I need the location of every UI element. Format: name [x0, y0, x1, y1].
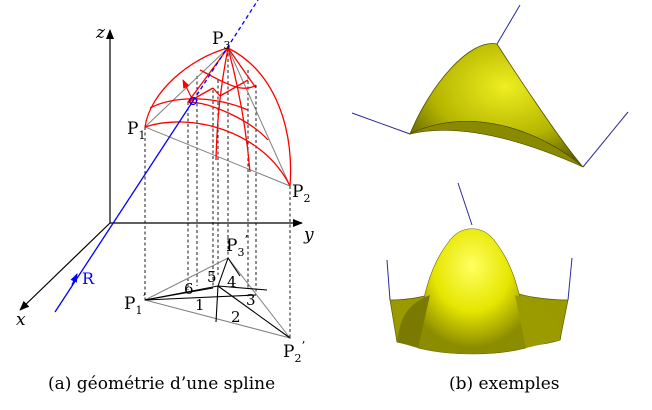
normal-bottom-right [582, 111, 629, 168]
panel-b-examples [351, 4, 629, 355]
chord-p3-p2 [227, 47, 291, 187]
patch-curve-1 [187, 101, 269, 141]
bump-body [417, 228, 527, 355]
example-surface-top [351, 4, 629, 168]
point-labels: P1 P2 P3 P1’ P2’ P3’ [124, 29, 310, 365]
ray-arrow [70, 273, 78, 286]
label-p3-prime: P3’ [226, 233, 248, 259]
surface-top-front [409, 121, 584, 168]
x-axis-label: x [16, 310, 26, 330]
region-labels: 1 2 3 4 5 6 [184, 268, 256, 326]
label-p1: P1 [127, 119, 145, 142]
projected-outline [143, 257, 292, 339]
patch-curve-4 [215, 47, 229, 161]
bump-left-flank [397, 295, 430, 348]
patch-edge-p1-p2 [144, 121, 291, 187]
normal-left [351, 112, 411, 135]
example-surface-bottom [386, 182, 573, 355]
bump-right-flank [515, 295, 560, 348]
ray-label: R [82, 269, 95, 288]
label-p2: P2 [292, 182, 310, 205]
normal-bump-far-left [386, 259, 391, 301]
tri-line-6 [215, 285, 219, 323]
tri-line-5 [144, 287, 214, 301]
panel-a-geometry: z y x [16, 0, 314, 365]
y-axis-label: y [303, 225, 314, 245]
label-p1-prime: P1’ [124, 291, 146, 317]
label-p2-prime: P2’ [283, 339, 305, 365]
region-label-1: 1 [195, 296, 205, 314]
region-label-3: 3 [246, 291, 256, 309]
spline-patch [144, 47, 292, 187]
patch-segment-2 [212, 87, 221, 97]
normal-bump-top [457, 182, 473, 226]
patch-edge-p1-p3 [144, 47, 229, 128]
tri-line-7 [217, 285, 268, 291]
caption-panel-a: (a) géométrie d’une spline [48, 374, 276, 394]
patch-segment-3 [219, 79, 249, 97]
label-p3: P3 [212, 29, 230, 52]
intersection-point [188, 96, 198, 106]
patch-segment-4 [187, 47, 229, 103]
ray-r: R [54, 0, 259, 313]
normal-bump-far-right [567, 257, 573, 301]
patch-curve-5 [199, 69, 257, 89]
caption-panel-b: (b) exemples [449, 374, 560, 394]
z-axis-label: z [95, 23, 106, 43]
chord-triangle [144, 47, 291, 187]
projected-triangle [143, 257, 292, 339]
normal-top-right [496, 4, 521, 45]
patch-edge-p3-p2 [227, 47, 292, 187]
tri-line-8 [227, 257, 241, 277]
coordinate-axes: z y x [16, 23, 314, 330]
tri-line-4 [144, 294, 257, 301]
patch-curve-3 [227, 47, 251, 173]
projection-guides [144, 48, 291, 338]
tri-line-3 [217, 257, 229, 287]
tri-line-2 [217, 285, 291, 339]
ray-extension [192, 0, 259, 102]
region-label-2: 2 [231, 308, 241, 326]
patch-segment-5 [227, 47, 257, 89]
region-label-5: 5 [207, 268, 217, 286]
region-label-6: 6 [184, 280, 194, 298]
region-label-4: 4 [227, 273, 237, 291]
x-axis [19, 222, 111, 311]
ray-line [54, 100, 194, 313]
